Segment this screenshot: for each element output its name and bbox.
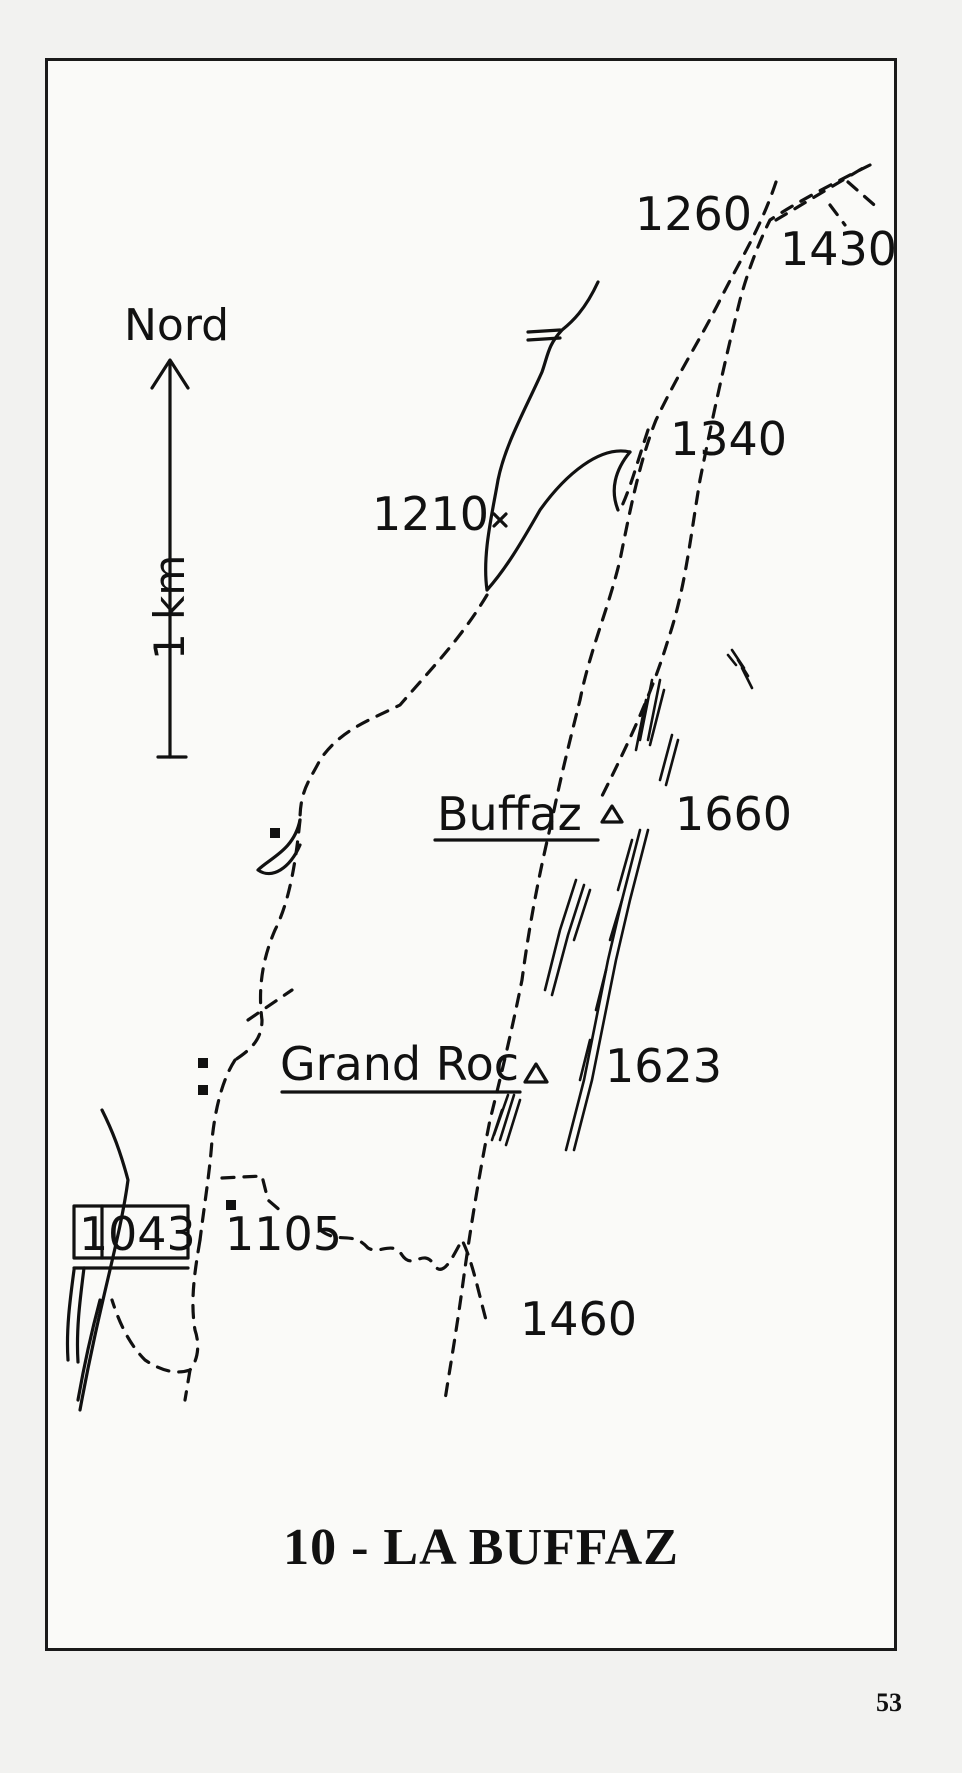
cliff-hatching xyxy=(490,648,754,1152)
altitude-1210: 1210 xyxy=(372,487,489,541)
north-label: Nord xyxy=(124,300,229,351)
road-marker-box xyxy=(72,1204,190,1260)
trail-network xyxy=(110,163,882,1402)
altitude-1340: 1340 xyxy=(670,412,787,466)
north-arrow xyxy=(150,358,190,759)
scale-label: 1 km xyxy=(145,555,194,660)
building xyxy=(226,1200,236,1210)
altitude-1260: 1260 xyxy=(635,187,752,241)
summit-buffaz-altitude: 1660 xyxy=(675,787,792,841)
altitude-1430: 1430 xyxy=(780,222,897,276)
altitude-1460: 1460 xyxy=(520,1292,637,1346)
summit-grand-roc-marker xyxy=(523,1062,549,1084)
building xyxy=(198,1058,208,1068)
summit-buffaz-name: Buffaz xyxy=(437,787,582,841)
building xyxy=(198,1085,208,1095)
road-bend xyxy=(256,818,302,876)
road-marker-part2: 043 xyxy=(108,1207,196,1261)
buildings xyxy=(198,828,280,1210)
altitude-1105: 1105 xyxy=(225,1207,342,1261)
cross-mark xyxy=(492,512,508,528)
summit-grand-roc-altitude: 1623 xyxy=(605,1039,722,1093)
summit-buffaz-marker xyxy=(600,804,624,824)
building xyxy=(270,828,280,838)
stream-southwest xyxy=(65,1108,130,1412)
road-marker-part1: 1 xyxy=(79,1207,108,1261)
summit-grand-roc-name: Grand Roc xyxy=(280,1037,519,1091)
page-number: 53 xyxy=(876,1688,902,1717)
stream-north xyxy=(484,280,632,592)
map-title: 10 - LA BUFFAZ xyxy=(283,1519,679,1576)
map-frame xyxy=(45,58,897,1651)
